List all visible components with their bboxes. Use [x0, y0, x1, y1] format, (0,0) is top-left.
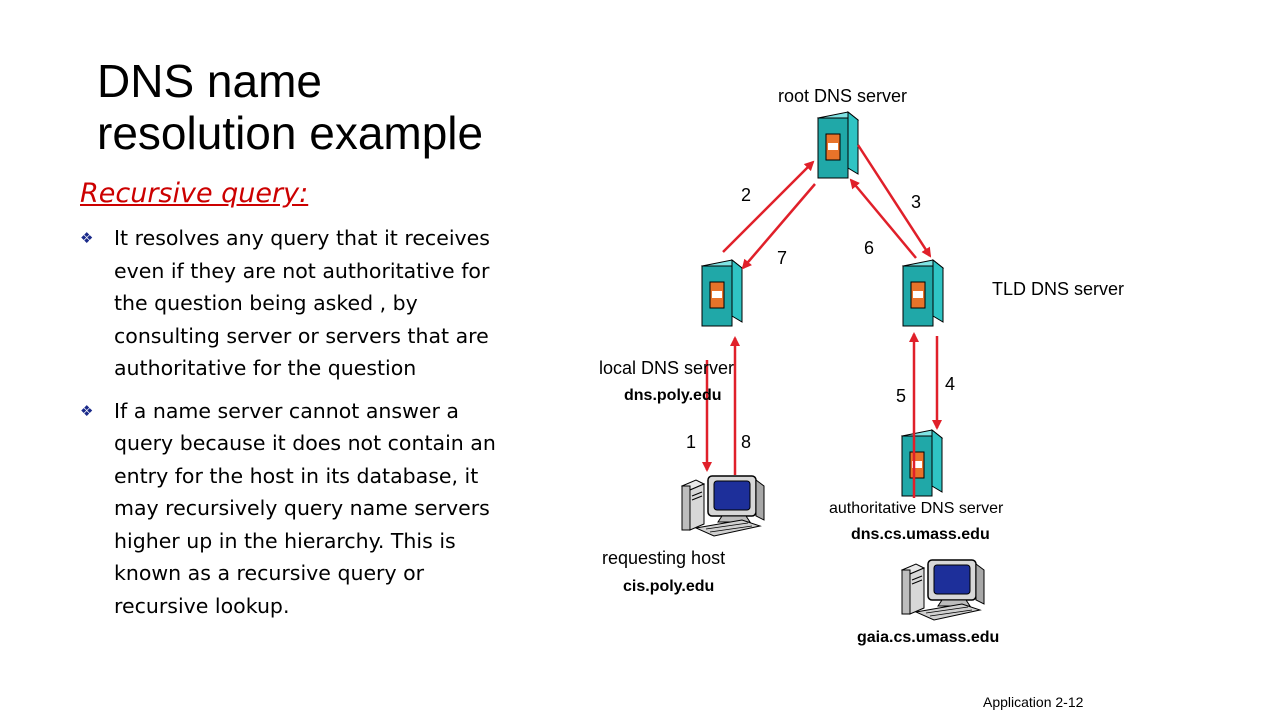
authoritative-server-icon	[901, 429, 943, 497]
step-label-5: 5	[896, 386, 907, 406]
arrow-step-2	[722, 160, 815, 253]
step-label-2: 2	[741, 185, 752, 205]
local-server-label: local DNS server	[599, 358, 735, 378]
authoritative-server-host: dns.cs.umass.edu	[851, 526, 990, 543]
bullet-text: It resolves any query that it receives e…	[114, 226, 490, 380]
slide-footer: Application 2-12	[983, 694, 1084, 710]
authoritative-server-label: authoritative DNS server	[829, 500, 1004, 517]
arrow-step-7	[741, 183, 816, 270]
bullet-diamond-icon: ❖	[80, 401, 94, 420]
step-label-7: 7	[777, 248, 788, 268]
arrow-step-6	[849, 178, 917, 259]
tld-server-label: TLD DNS server	[992, 279, 1125, 299]
local-server-host: dns.poly.edu	[624, 387, 722, 404]
requesting-host-computer-icon	[681, 475, 765, 537]
gaia-host-name: gaia.cs.umass.edu	[857, 629, 1000, 646]
root-server-icon	[817, 111, 859, 179]
step-label-1: 1	[686, 432, 697, 452]
gaia-host-computer-icon	[901, 559, 985, 621]
bullet-item: ❖ If a name server cannot answer a query…	[80, 395, 520, 623]
requesting-host-name: cis.poly.edu	[623, 578, 715, 595]
bullet-item: ❖ It resolves any query that it receives…	[80, 222, 520, 385]
step-label-3: 3	[911, 192, 922, 212]
bullet-diamond-icon: ❖	[80, 229, 94, 247]
arrow-step-3	[856, 144, 932, 258]
bullet-list: ❖ It resolves any query that it receives…	[80, 222, 520, 632]
bullet-text: If a name server cannot answer a query b…	[114, 398, 496, 618]
title-line-1: DNS name	[97, 55, 322, 107]
step-label-6: 6	[864, 238, 875, 258]
title-line-2: resolution example	[97, 107, 484, 159]
tld-server-icon	[902, 259, 944, 327]
local-server-icon	[701, 259, 743, 327]
subtitle: Recursive query:	[80, 178, 309, 209]
step-label-8: 8	[741, 432, 752, 452]
requesting-host-label: requesting host	[602, 548, 726, 568]
root-server-label: root DNS server	[778, 86, 908, 106]
page-title: DNS name resolution example	[97, 55, 483, 159]
step-label-4: 4	[945, 374, 956, 394]
